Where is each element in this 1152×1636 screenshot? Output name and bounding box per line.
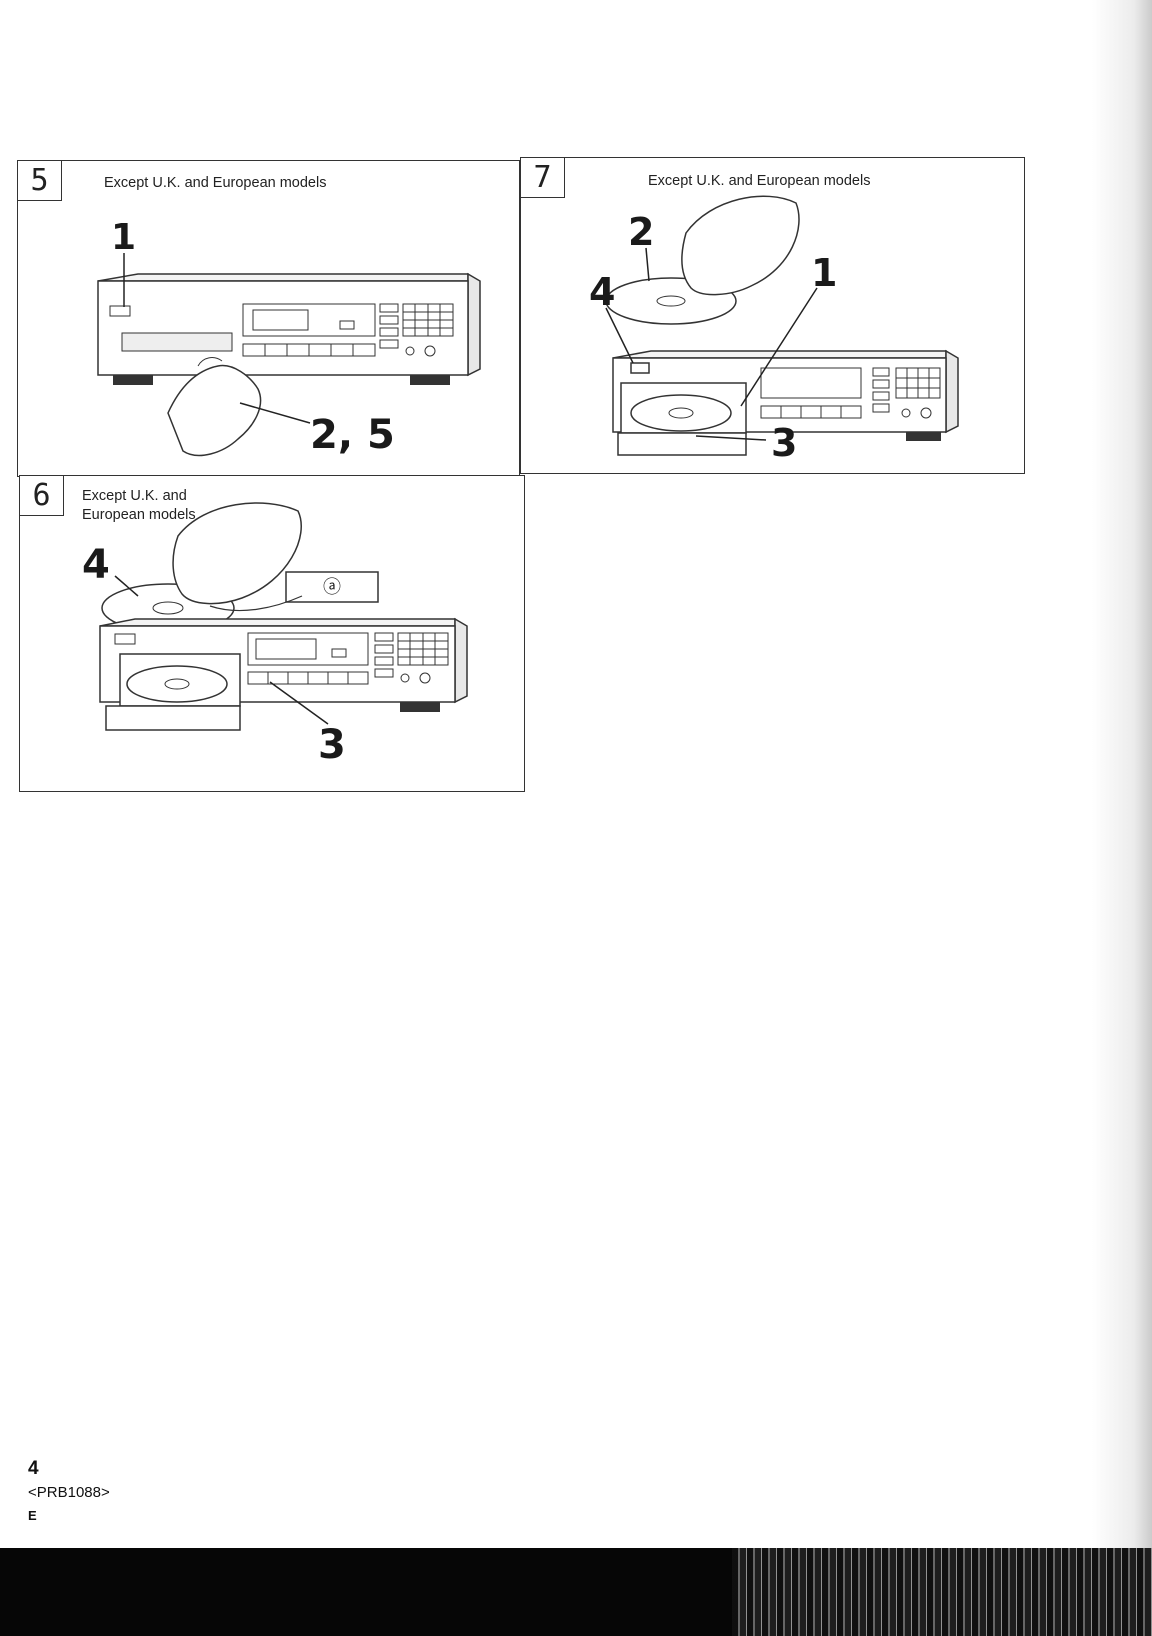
scan-bottom-noise — [732, 1548, 1152, 1636]
document-code: <PRB1088> — [28, 1484, 110, 1501]
step-7-panel: 7 Except U.K. and European models — [520, 157, 1025, 474]
step-5-illustration: 1 2, 5 — [18, 161, 521, 478]
step-5-panel: 5 Except U.K. and European models — [17, 160, 520, 477]
hand-drawing — [173, 503, 301, 604]
disc-tray — [618, 433, 746, 455]
open-close-button — [631, 363, 649, 373]
callout-3: 3 — [318, 722, 346, 768]
region-code: E — [28, 1508, 37, 1523]
callout-4: 4 — [589, 270, 615, 314]
marker-a: ⓐ — [323, 577, 341, 598]
step-7-illustration: 2 4 1 3 — [521, 158, 1026, 475]
callout-3: 3 — [771, 421, 797, 465]
hand-drawing — [682, 196, 799, 294]
callout-2: 2 — [628, 210, 654, 254]
scan-edge-shadow — [1092, 0, 1152, 1548]
page-number: 4 — [28, 1458, 39, 1480]
disc-tray-slot — [122, 333, 232, 351]
callout-2-5: 2, 5 — [310, 412, 395, 458]
hand-drawing — [168, 366, 261, 456]
callout-4: 4 — [82, 542, 110, 588]
callout-1: 1 — [111, 217, 136, 258]
disc-tray — [106, 706, 240, 730]
step-6-illustration: ⓐ 4 3 — [20, 476, 526, 793]
callout-1: 1 — [811, 251, 837, 295]
step-6-panel: 6 Except U.K. and European models ⓐ — [19, 475, 525, 792]
